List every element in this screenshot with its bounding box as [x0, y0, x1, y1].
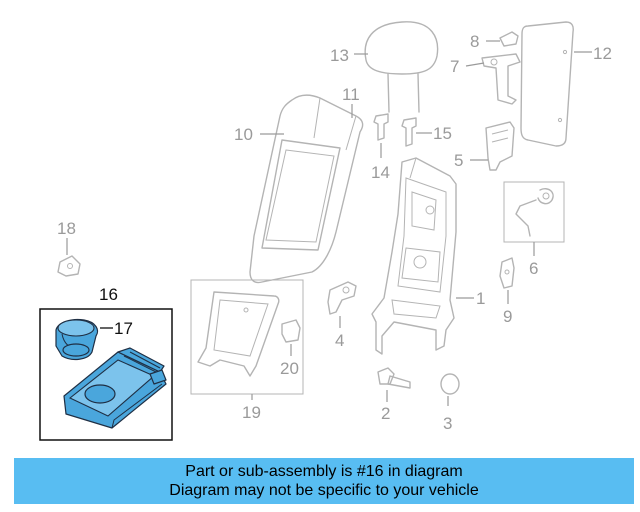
- callout-6: 6: [529, 259, 538, 278]
- callout-8: 8: [470, 32, 479, 51]
- armrest-part-16: [63, 347, 167, 429]
- headrest-part: [364, 21, 439, 113]
- banner-line-2: Diagram may not be specific to your vehi…: [169, 482, 479, 499]
- clip-part-8: [499, 31, 519, 47]
- clip-part-18: [57, 255, 81, 277]
- headrest-guide-part-15: [401, 117, 417, 147]
- bolt-part-2: [377, 367, 411, 389]
- hinge-part-4: [327, 281, 357, 315]
- callout-11: 11: [342, 85, 360, 104]
- bracket-part-7: [481, 53, 521, 105]
- headrest-guide-part-14: [373, 113, 389, 141]
- callout-2: 2: [381, 404, 390, 423]
- seatback-board-part-19: [190, 279, 304, 395]
- clip-part-20: [281, 319, 301, 343]
- callout-20: 20: [280, 359, 299, 378]
- callout-19: 19: [242, 403, 261, 422]
- seat-frame-part-1: [371, 157, 457, 355]
- cap-part-3: [440, 373, 460, 395]
- callout-17: 17: [114, 319, 133, 338]
- leader-line-7: [465, 62, 485, 67]
- callout-13: 13: [330, 46, 349, 65]
- banner-line-1: Part or sub-assembly is #16 in diagram: [185, 463, 463, 480]
- callout-18: 18: [57, 219, 76, 238]
- callout-9: 9: [503, 307, 512, 326]
- cup-holder-part-17: [55, 318, 99, 361]
- callout-14: 14: [371, 163, 390, 182]
- cable-part-6: [503, 181, 565, 243]
- seatback-frame-part: [249, 94, 364, 284]
- callout-3: 3: [443, 414, 452, 433]
- callout-12: 12: [593, 44, 612, 63]
- parts-diagram: 13 12 8 7 11 10 14 15: [39, 21, 612, 441]
- callout-7: 7: [450, 57, 459, 76]
- callout-5: 5: [454, 151, 463, 170]
- callout-15: 15: [433, 124, 452, 143]
- callout-10: 10: [234, 125, 253, 144]
- back-panel-part: [520, 21, 574, 147]
- info-banner: Part or sub-assembly is #16 in diagram D…: [14, 458, 634, 504]
- highlight-box-16: [39, 308, 173, 441]
- bracket-part-9: [499, 257, 515, 289]
- callout-1: 1: [476, 289, 485, 308]
- latch-part-5: [485, 121, 515, 171]
- callout-4: 4: [335, 331, 344, 350]
- callout-16: 16: [99, 285, 118, 304]
